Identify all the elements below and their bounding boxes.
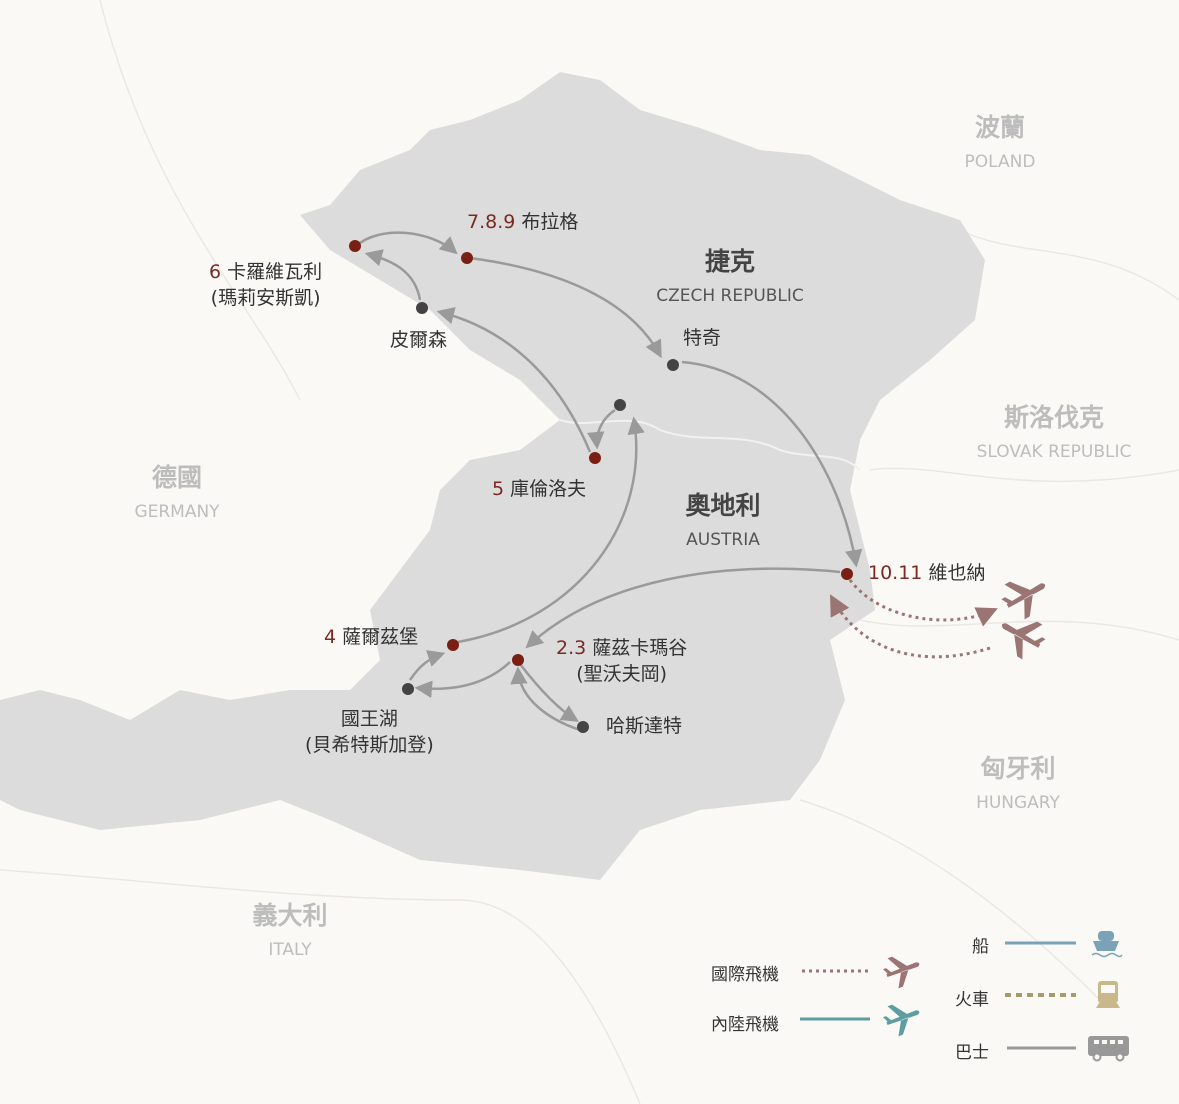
stop-label-salzburg: 4 薩爾茲堡 (324, 626, 419, 648)
legend-train: 火車 (955, 990, 989, 1010)
stop-dot-salzkammergut (512, 654, 524, 666)
plane-icon-arrive (1001, 621, 1046, 660)
stop-dot-salzburg (447, 639, 459, 651)
legend-domestic-plane-icon (882, 1004, 920, 1037)
legend-ship-icon (1091, 931, 1123, 958)
bus-routes (355, 231, 863, 732)
stop-label-karlovy-vary: 6 卡羅維瓦利(瑪莉安斯凱) (209, 261, 323, 309)
stop-dot-vienna (841, 568, 853, 580)
legend-intl-flight: 國際飛機 (711, 965, 779, 985)
legend-bus-icon (1088, 1036, 1129, 1062)
legend-intl-plane-icon (882, 956, 920, 989)
legend-bus: 巴士 (955, 1043, 989, 1063)
place-label-plzen: 皮爾森 (390, 329, 448, 351)
stop-dot-cesky-krumlov (589, 452, 601, 464)
stop-dot-prague (461, 252, 473, 264)
stop-label-salzkammergut: 2.3 薩茲卡瑪谷(聖沃夫岡) (556, 637, 688, 685)
czech-austria-border (559, 419, 861, 471)
place-label-telc: 特奇 (683, 327, 722, 349)
stop-label-prague: 7.8.9 布拉格 (467, 211, 579, 233)
plane-icon-depart (1001, 581, 1046, 620)
czech-austria-landmass (0, 72, 985, 880)
place-dot-telc (667, 359, 679, 371)
stop-dot-karlovy-vary (349, 240, 361, 252)
place-dot-konigssee (402, 683, 414, 695)
place-label-konigssee: 國王湖(貝希特斯加登) (305, 708, 434, 756)
legend-ship: 船 (972, 937, 989, 957)
stop-label-vienna: 10.11 維也納 (868, 562, 986, 584)
place-dot-hallstatt (577, 721, 589, 733)
legend-train-icon (1096, 981, 1120, 1008)
place-dot-border (614, 399, 626, 411)
stop-label-cesky-krumlov: 5 庫倫洛夫 (492, 478, 587, 500)
international-flight-routes (830, 579, 998, 659)
place-dot-plzen (416, 302, 428, 314)
place-label-hallstatt: 哈斯達特 (606, 715, 683, 737)
stop-markers (349, 240, 853, 733)
legend-domestic-flight: 內陸飛機 (711, 1015, 779, 1035)
